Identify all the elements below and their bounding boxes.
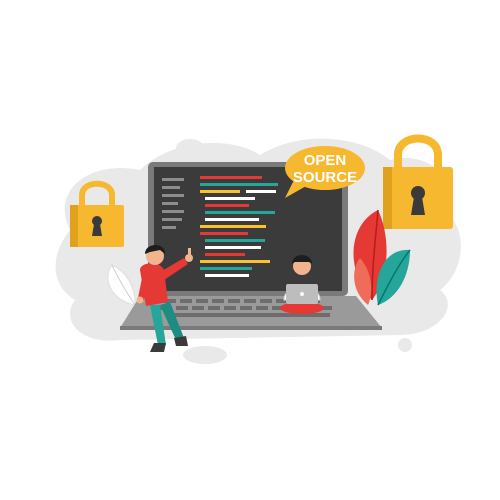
padlock-icon <box>70 180 124 247</box>
person-with-laptop <box>280 255 324 314</box>
code-lines <box>200 176 278 277</box>
person-pointing <box>136 245 193 352</box>
bubble-line-2: SOURCE <box>293 169 357 186</box>
code-sidebar <box>162 178 184 229</box>
padlock-icon <box>383 134 453 229</box>
open-source-speech-bubble: OPEN SOURCE <box>285 146 365 198</box>
plant-leaves <box>107 264 136 306</box>
bubble-line-1: OPEN <box>304 152 347 169</box>
laptop-screen <box>148 162 348 296</box>
plant-leaves <box>353 209 411 306</box>
